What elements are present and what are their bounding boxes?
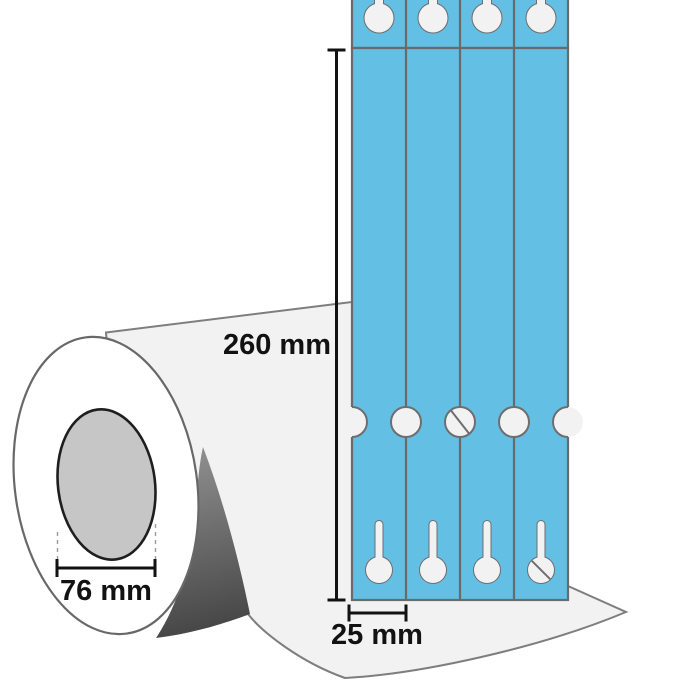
notch-hole-half-right (553, 407, 583, 437)
dimension-width (347, 604, 408, 622)
notch-hole (498, 406, 530, 438)
dimension-label-core: 76 mm (60, 575, 152, 607)
dimension-core (55, 559, 157, 577)
middle-notch-holes (337, 406, 583, 438)
roll-core (56, 408, 157, 561)
keyhole-cutout (419, 520, 447, 584)
keyhole-cutout (365, 520, 393, 584)
notch-hole-half-left (337, 407, 367, 437)
notch-hole-half-left-arc (351, 406, 368, 438)
dimension-length (327, 48, 346, 602)
keyhole-cutout (527, 520, 555, 584)
notch-hole (390, 406, 422, 438)
keyhole-cutout (525, 0, 557, 34)
notch-hole-half-right-arc (552, 406, 569, 438)
dimension-label-width: 25 mm (331, 619, 423, 651)
keyhole-cutouts-top (363, 0, 557, 34)
keyhole-cutout (473, 520, 501, 584)
keyhole-cutout (417, 0, 449, 34)
keyhole-cutout (363, 0, 395, 34)
keyhole-cutout (471, 0, 503, 34)
keyhole-cutouts-bottom (365, 520, 555, 584)
notch-hole-slash (450, 409, 470, 435)
label-strips (337, 0, 583, 602)
dimension-label-length: 260 mm (223, 329, 331, 361)
